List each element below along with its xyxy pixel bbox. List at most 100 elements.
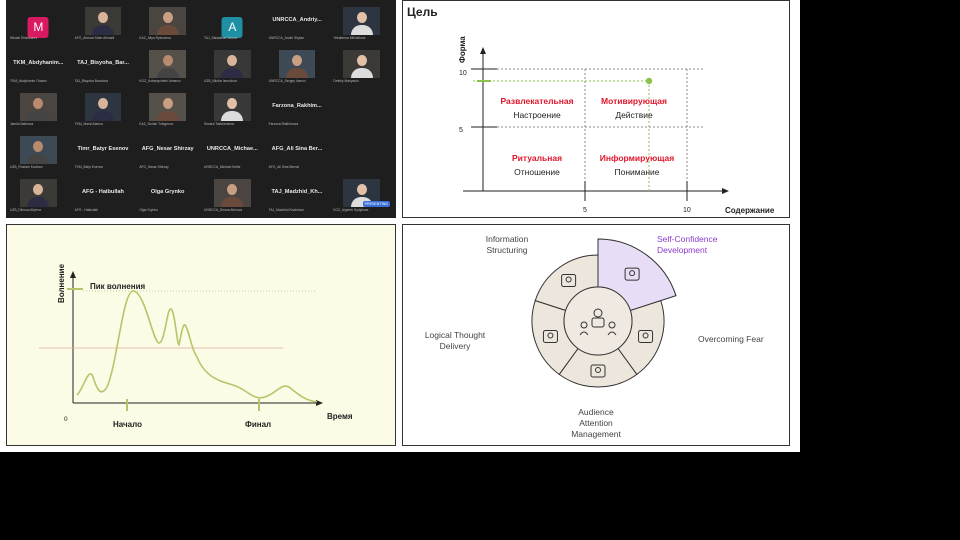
participant-tile[interactable]: TAJ_Madzhid_Kh... TAJ_Madzhid Khakimov (267, 176, 328, 212)
participant-caption: UNRCCA_Michael Keller (204, 165, 241, 169)
participant-caption: TKM_Batyr Esenov (74, 165, 104, 169)
participant-face (162, 55, 173, 66)
quadrant-subtitle-action: Действие (615, 110, 653, 120)
label-self-confidence-line1: Self-Confidence (657, 234, 718, 244)
participant-video (84, 93, 122, 121)
x-tick-label-5: 5 (583, 207, 587, 214)
quadrant-title-ritual: Ритуальная (512, 153, 562, 163)
participant-tile[interactable]: Farzona_Rakhim... Farzona Rakhimova (267, 90, 328, 126)
participant-tile[interactable]: UNRCCA_Dinara Alimova (202, 176, 263, 212)
participant-name: TAJ_Madzhid_Kh... (271, 189, 323, 195)
goal-matrix-slide: Цель 10 5 5 10 Содержание Форма (402, 0, 790, 218)
participant-body (221, 111, 244, 121)
participant-caption: TKM_Maral Ataeva (74, 122, 103, 126)
participant-caption: AFG_Ali Sina Bernal (268, 165, 299, 169)
participant-name: Timr_Batyr Esenov (77, 146, 129, 152)
x-axis-arrow (722, 188, 729, 194)
participant-body (221, 197, 244, 207)
participant-tile[interactable]: KAZ_Nurlan Tulegenov (137, 90, 198, 126)
participant-caption: TAJ_Bisyoha Barotova (74, 79, 108, 83)
participant-tile[interactable]: UZB_Rustam Karimov (8, 133, 69, 169)
participant-tile[interactable]: UNRCCA_Sergey Ivanov (267, 47, 328, 83)
participant-avatar: M (27, 17, 49, 38)
participant-caption: Dmitriy Mariyasin (333, 79, 359, 83)
participant-name: Olga Grynko (150, 189, 185, 195)
participant-tile[interactable]: Jamila Bakirova (8, 90, 69, 126)
participant-caption: Farzona Rakhimova (268, 122, 299, 126)
participant-tile[interactable]: UNRCCA_Andriy...UNRCCA_Andrii Shyian (267, 4, 328, 40)
excitement-curve-chart: Волнение Время 0 Начало Финал Пик волнен… (39, 263, 353, 429)
megaphone-hand-icon (590, 364, 606, 378)
label-audience-line3: Management (571, 429, 621, 439)
participant-caption: AFG_Nesar Shirzay (139, 165, 169, 169)
participant-caption: UNRCCA_Dinara Alimova (204, 208, 243, 212)
participant-name: UNRCCA_Michae... (206, 146, 258, 152)
participant-tile[interactable]: Dmitriy Mariyasin (331, 47, 392, 83)
participant-caption: UZB_Nilufar Ismoilova (204, 79, 237, 83)
participant-face (162, 12, 173, 23)
label-logical-delivery-line1: Logical Thought (425, 330, 486, 340)
participant-video (214, 179, 251, 207)
participant-caption: Yekaterina Mikhailova (333, 36, 366, 40)
participant-name: Farzona_Rakhim... (272, 103, 322, 109)
participant-caption: AFG - Haibullah (74, 208, 99, 212)
participant-face (227, 55, 238, 66)
participant-tile[interactable]: KAZ_Aliya Ryskulova (137, 4, 198, 40)
participant-body (91, 111, 114, 121)
participant-body (156, 111, 179, 121)
participant-caption: TAJ_Madzhid Khakimov (268, 208, 304, 212)
participant-caption: UNRCCA_Andrii Shyian (268, 36, 305, 40)
participant-tile[interactable]: AFG_Ali Sina Ber...AFG_Ali Sina Bernal (267, 133, 328, 169)
participant-tile[interactable]: TKM_Abdyhanim...TKM_Abdyhanim Orazov (8, 47, 69, 83)
participant-caption: Sevara Tashkentova (204, 122, 234, 126)
label-information-structuring-line1: Information (486, 234, 529, 244)
participant-face (227, 184, 238, 195)
participant-video (149, 7, 186, 35)
participant-face (356, 184, 367, 195)
participant-name: TKM_Abdyhanim... (13, 60, 64, 66)
participant-tile[interactable]: UZB_Dilnoza Aliyeva (8, 176, 69, 212)
label-information-structuring-line2: Structuring (486, 245, 527, 255)
excitement-curve-line (76, 290, 318, 403)
quadrant-subtitle-attitude: Отношение (514, 167, 560, 177)
participant-caption: KAZ_Nurlan Tulegenov (139, 122, 174, 126)
skills-diagram-slide: Information Structuring Self-Confidence … (402, 224, 790, 446)
participant-tile[interactable]: UNRCCA_Michae... UNRCCA_Michael Keller (202, 133, 263, 169)
podium-speaker-icon (624, 267, 640, 281)
y-axis-label: Форма (458, 36, 467, 63)
participant-tile[interactable]: AFG_Ahmad Shah Ahmadi (73, 4, 134, 40)
y-axis-arrow (480, 47, 486, 54)
participant-video (20, 93, 57, 121)
presenting-badge: PRESENTING (362, 201, 390, 207)
participant-body (156, 68, 179, 78)
label-audience-line1: Audience (578, 407, 614, 417)
y-axis-arrow (70, 271, 76, 278)
participant-tile[interactable]: KGZ_Kubanychbek Amanov (137, 47, 198, 83)
participant-caption: UNRCCA_Sergey Ivanov (268, 79, 306, 83)
participant-face (33, 184, 44, 195)
participant-face (33, 98, 44, 109)
participant-caption: AFG_Ahmad Shah Ahmadi (74, 36, 115, 40)
label-audience-line2: Attention (579, 418, 613, 428)
participant-caption: Nikolai Shishkarev (10, 36, 38, 40)
peak-label: Пик волнения (90, 282, 146, 291)
participant-face (356, 55, 367, 66)
participant-body (285, 68, 308, 78)
x-axis-arrow (316, 400, 323, 406)
participant-tile[interactable]: Sevara Tashkentova (202, 90, 263, 126)
puzzle-icon (561, 274, 577, 288)
participant-tile[interactable]: TKM_Maral Ataeva (73, 90, 134, 126)
participant-tile[interactable]: UZB_Nilufar Ismoilova (202, 47, 263, 83)
participant-tile[interactable]: Yekaterina Mikhailova (331, 4, 392, 40)
participant-caption: KGZ_Aigerim Sydykova (333, 208, 369, 212)
wheel-center (563, 286, 633, 356)
participant-tile[interactable]: TAJ_Bisyoha_Bar...TAJ_Bisyoha Barotova (73, 47, 134, 83)
participant-video (20, 136, 57, 164)
